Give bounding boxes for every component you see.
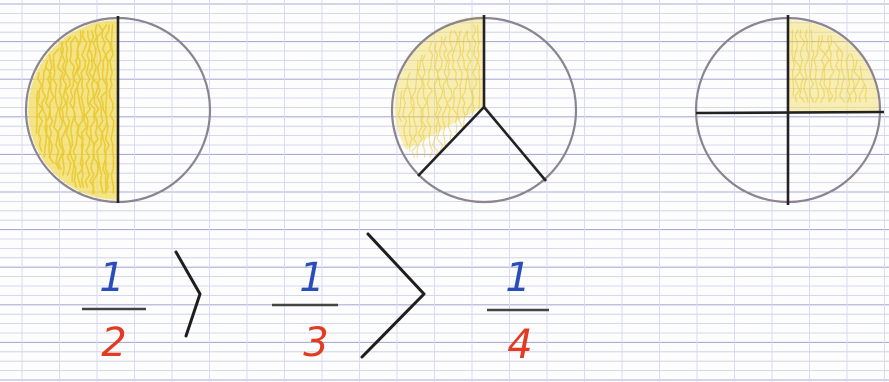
greater-than-sign xyxy=(360,232,426,359)
crayon-stroke xyxy=(88,30,96,194)
divider-line xyxy=(483,106,547,182)
crayon-stroke xyxy=(461,30,469,128)
crayon-stroke xyxy=(35,90,39,134)
crayon-stroke xyxy=(853,59,861,103)
numerator: 1 xyxy=(299,255,324,301)
crayon-stroke xyxy=(863,83,868,103)
circle-thirds xyxy=(390,15,578,204)
crayon-stroke xyxy=(833,41,841,103)
denominator: 3 xyxy=(303,320,328,366)
crayon-stroke xyxy=(104,24,112,194)
crayon-stroke xyxy=(845,53,851,103)
crayon-stroke xyxy=(813,35,820,103)
greater-than-sign xyxy=(174,250,202,338)
numerator: 1 xyxy=(505,255,530,301)
crayon-stroke xyxy=(476,24,481,110)
crayon-stroke xyxy=(791,29,795,97)
crayon-stroke xyxy=(416,54,424,158)
divider-line xyxy=(417,106,485,177)
crayon-stroke xyxy=(466,30,474,116)
crayon-stroke xyxy=(100,24,108,194)
crayon-stroke xyxy=(108,24,115,194)
crayon-stroke xyxy=(818,35,826,103)
crayon-hatching xyxy=(35,24,115,194)
crayon-stroke xyxy=(446,30,454,140)
crayon-stroke xyxy=(809,29,815,103)
crayon-hatching xyxy=(791,29,868,103)
crayon-stroke xyxy=(441,36,449,146)
crayon-stroke xyxy=(96,24,105,194)
crayon-stroke xyxy=(838,47,846,103)
crayon-stroke xyxy=(56,42,64,170)
crayon-stroke xyxy=(421,54,428,158)
crayon-stroke xyxy=(72,36,80,188)
crayon-stroke xyxy=(858,65,866,103)
crayon-stroke xyxy=(402,84,409,146)
divider-line xyxy=(695,110,885,115)
crayon-stroke xyxy=(48,54,55,164)
crayon-stroke xyxy=(80,30,88,188)
crayon-stroke xyxy=(426,42,434,158)
circle-quarters xyxy=(694,15,885,205)
denominator: 2 xyxy=(101,320,126,366)
fraction-one-quarter: 1 4 xyxy=(487,255,549,368)
crayon-stroke xyxy=(76,30,84,188)
fraction-one-third: 1 3 xyxy=(272,255,338,366)
crayon-stroke xyxy=(828,35,835,103)
fraction-one-half: 1 2 xyxy=(82,255,146,366)
crayon-stroke xyxy=(92,24,100,194)
crayon-hatching xyxy=(397,24,481,158)
crayon-stroke xyxy=(411,60,419,158)
crayon-stroke xyxy=(60,42,68,176)
shaded-third xyxy=(394,16,484,150)
numerator: 1 xyxy=(99,255,124,301)
crayon-stroke xyxy=(406,72,414,152)
crayon-stroke xyxy=(803,29,810,103)
crayon-stroke xyxy=(471,24,479,116)
crayon-stroke xyxy=(456,30,464,128)
crayon-stroke xyxy=(451,30,459,134)
denominator: 4 xyxy=(507,322,532,368)
crayon-stroke xyxy=(436,36,444,152)
shaded-quarter xyxy=(788,20,880,112)
crayon-stroke xyxy=(793,29,801,103)
crayon-stroke xyxy=(84,30,92,188)
crayon-stroke xyxy=(848,53,855,103)
crayon-stroke xyxy=(36,72,44,152)
crayon-stroke xyxy=(798,29,806,103)
crayon-stroke xyxy=(823,35,830,103)
crayon-stroke xyxy=(40,66,48,158)
crayon-stroke xyxy=(397,90,403,122)
circle-halves xyxy=(24,16,212,204)
crayon-stroke xyxy=(431,42,439,158)
crayon-stroke xyxy=(52,48,60,170)
